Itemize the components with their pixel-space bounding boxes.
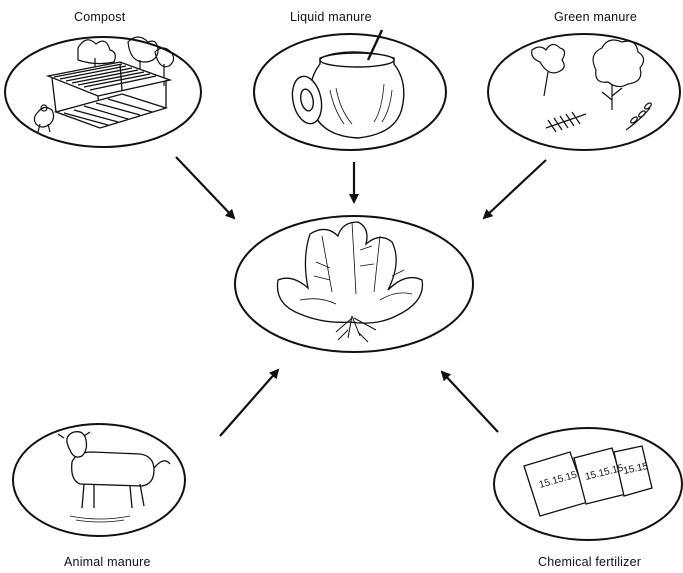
compost-illustration: [5, 37, 201, 147]
arrow-compost-to-center: [176, 157, 234, 218]
arrow-animal-manure-to-center: [220, 370, 278, 436]
arrow-green-manure-to-center: [484, 160, 546, 218]
arrow-chemical-fertilizer-to-center: [442, 372, 498, 432]
chemical-fertilizer-illustration: 15.15.15 15.15.15 15.15: [494, 428, 682, 540]
liquid-manure-illustration: [254, 30, 446, 150]
central-vegetable-illustration: [235, 216, 473, 352]
animal-manure-illustration: [13, 424, 185, 536]
green-manure-illustration: [488, 34, 680, 150]
